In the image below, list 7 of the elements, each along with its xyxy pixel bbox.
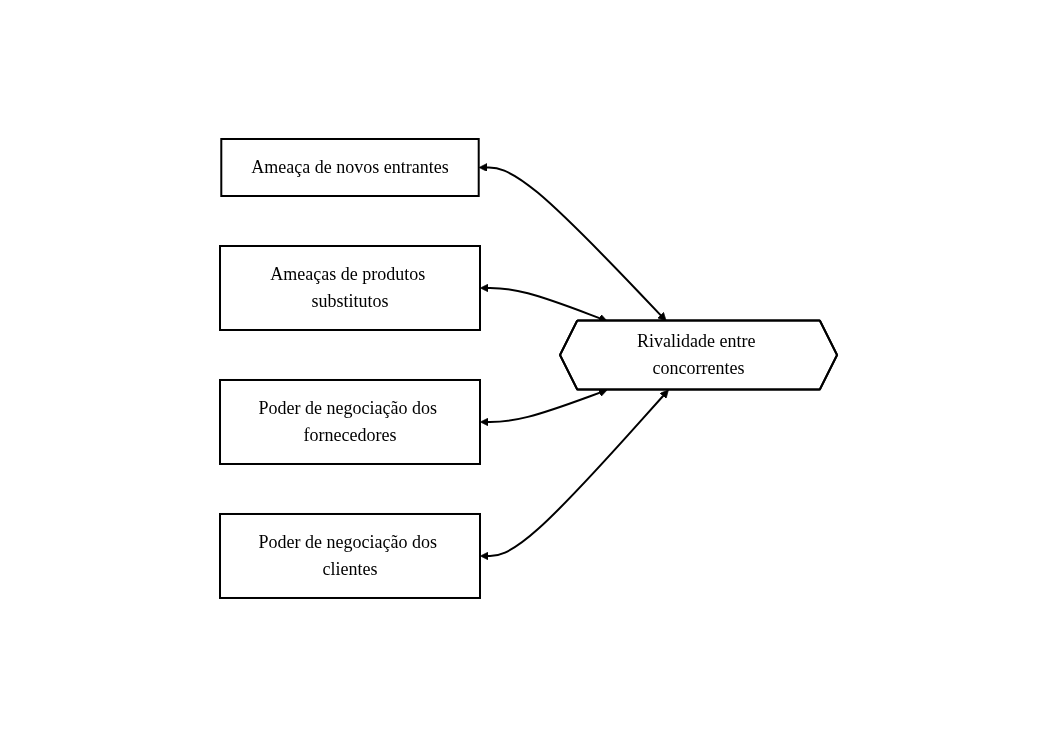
- node-box: Poder de negociação dos fornecedores: [218, 379, 481, 465]
- node-box: Ameaça de novos entrantes: [220, 138, 480, 197]
- node-box: Poder de negociação dos clientes: [218, 513, 481, 599]
- arrow: [478, 163, 667, 322]
- node-box: Ameaças de produtos substitutos: [218, 245, 481, 331]
- arrow: [479, 389, 669, 561]
- arrow: [479, 388, 608, 427]
